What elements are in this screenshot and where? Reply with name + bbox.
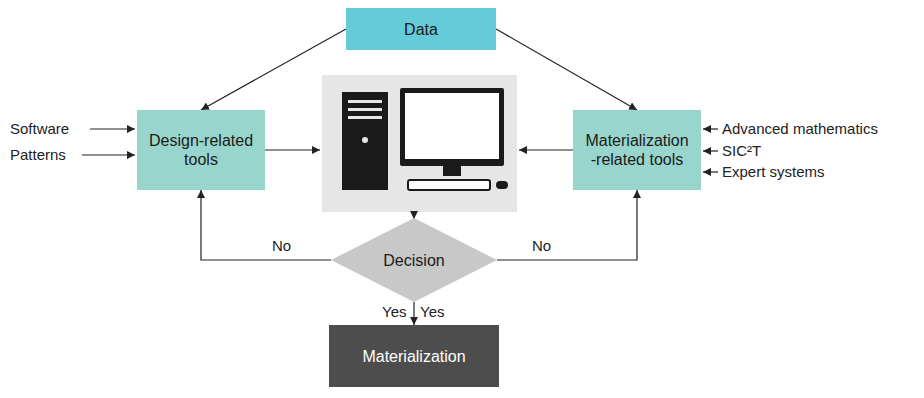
node-text: Design-related tools <box>145 131 257 169</box>
input-label: SIC²T <box>722 142 761 160</box>
output-arrow <box>413 212 414 219</box>
leader-arrow <box>90 128 135 129</box>
leader-arrow <box>82 154 135 155</box>
leader-arrow <box>703 128 718 129</box>
tool-box: Design-related tools <box>137 110 265 190</box>
connector <box>413 302 414 325</box>
edge-label: No <box>272 237 291 255</box>
computer-icon <box>342 88 508 190</box>
node-text: Decision <box>383 251 444 270</box>
connector <box>496 29 637 110</box>
result-box: Materialization <box>329 325 499 387</box>
input-label: Expert systems <box>722 163 825 181</box>
edge-label: Yes <box>382 303 406 321</box>
input-label: Patterns <box>10 146 66 164</box>
computer-panel <box>322 75 517 212</box>
node-text: Materialization -related tools <box>581 131 693 169</box>
edge-label: Yes <box>420 303 444 321</box>
connector <box>497 190 637 260</box>
input-label: Advanced mathematics <box>722 120 878 138</box>
tool-box: Materialization -related tools <box>573 110 701 190</box>
connector <box>201 190 331 260</box>
data-box: Data <box>346 8 496 50</box>
leader-arrow <box>703 150 718 151</box>
input-arrow <box>265 149 320 150</box>
input-label: Software <box>10 120 69 138</box>
leader-arrow <box>703 171 718 172</box>
edge-label: No <box>532 237 551 255</box>
node-text: Materialization <box>362 347 465 366</box>
input-arrow <box>519 149 573 150</box>
connector <box>201 29 346 110</box>
decision-diamond: Decision <box>331 218 497 302</box>
node-text: Data <box>404 20 438 39</box>
